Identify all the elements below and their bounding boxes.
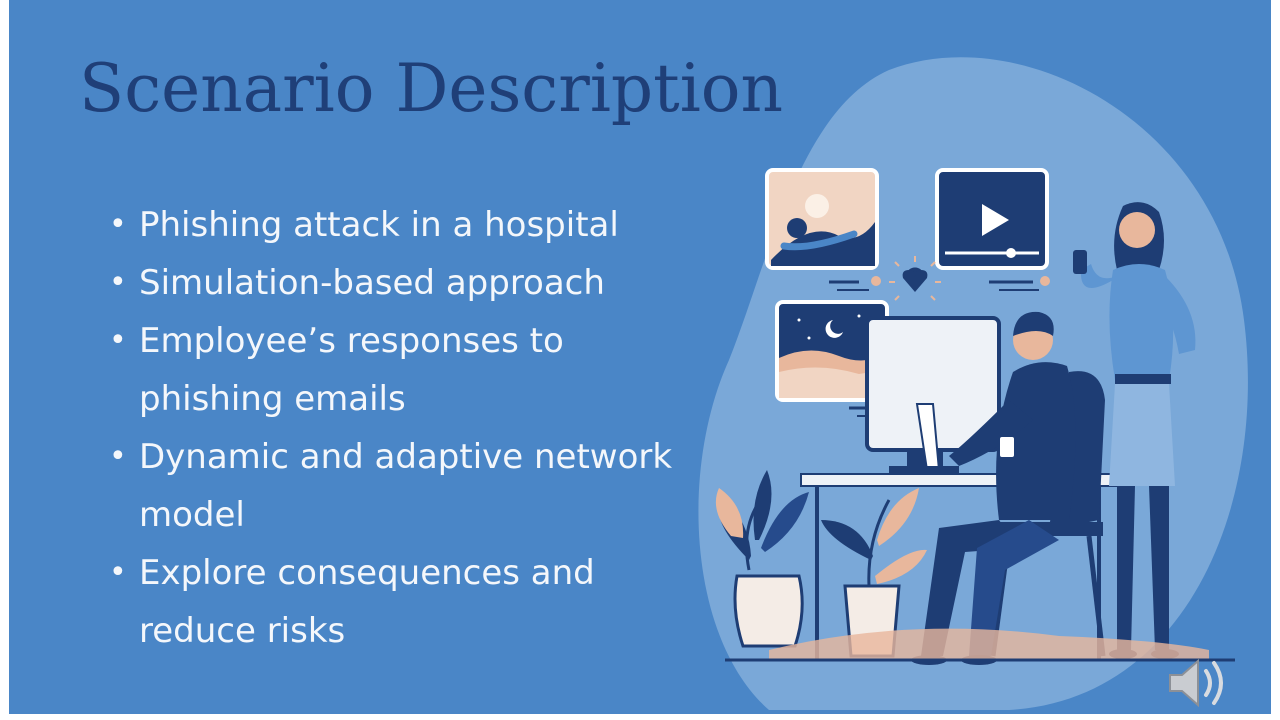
plant-left [715, 470, 809, 648]
bullet-item: Dynamic and adaptive network model [109, 428, 689, 544]
person-at-computer-illustration [698, 57, 1248, 710]
play-icon [982, 204, 1009, 236]
slide: Scenario Description Phishing attack in … [9, 0, 1271, 714]
bullet-item: Simulation-based approach [109, 254, 689, 312]
speaker-icon[interactable] [1164, 655, 1240, 711]
moon-icon [825, 320, 843, 338]
bullet-list: Phishing attack in a hospital Simulation… [109, 196, 689, 660]
seated-person [911, 311, 1076, 665]
photo-card [765, 168, 881, 291]
bullet-item: Explore consequences and reduce risks [109, 544, 689, 660]
heart-icon [889, 256, 941, 301]
bullet-item: Phishing attack in a hospital [109, 196, 689, 254]
video-card [935, 168, 1050, 291]
slide-title: Scenario Description [79, 50, 784, 127]
monitor [865, 316, 1001, 474]
bullet-item: Employee’s responses to phishing emails [109, 312, 689, 428]
standing-person [1073, 202, 1196, 659]
